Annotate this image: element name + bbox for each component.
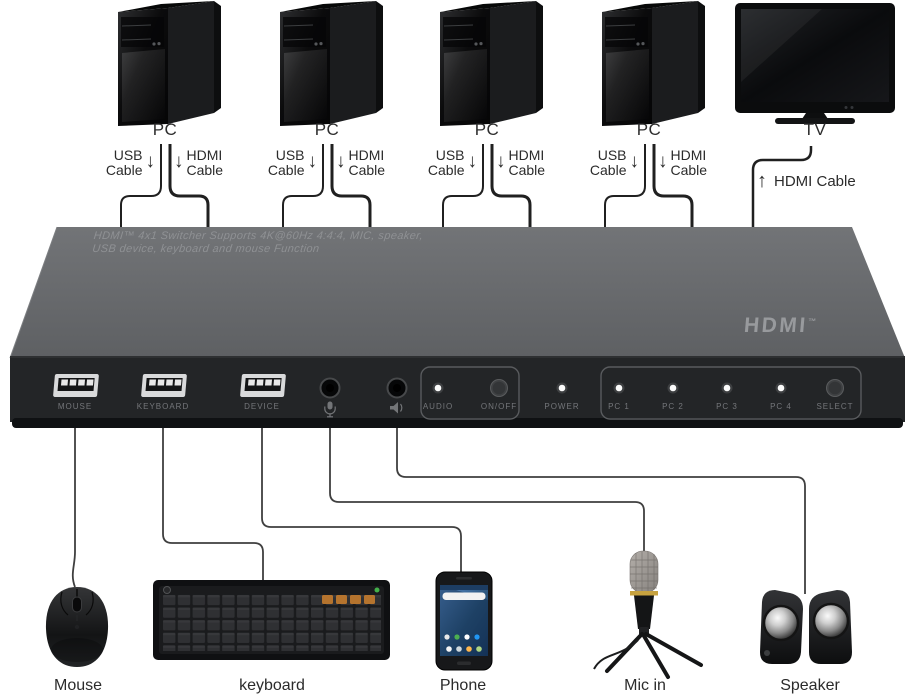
up-arrow-icon: ↑ — [757, 170, 767, 192]
pc3-cables — [442, 144, 532, 228]
pc4-led — [775, 382, 787, 394]
phone-connection-line — [261, 428, 462, 573]
label-pc2: PC 2 — [662, 402, 684, 411]
port-label-mouse: MOUSE — [57, 402, 93, 411]
pc1-cables — [120, 144, 210, 228]
hdmi-cable-text: HDMI — [186, 147, 223, 163]
down-arrow-icon: ↓ — [496, 151, 506, 172]
tv-hdmi-cable-label: ↑ HDMI Cable — [757, 170, 856, 192]
pc4-tower — [601, 1, 706, 127]
onoff-button — [490, 379, 508, 397]
audio-led — [432, 382, 444, 394]
pc2-tower — [279, 1, 384, 127]
speaker-image — [760, 590, 852, 664]
usb-port-device — [240, 374, 286, 397]
pc1-tower — [117, 1, 222, 127]
down-arrow-icon: ↓ — [467, 151, 478, 172]
pc1-label: PC — [152, 120, 178, 139]
usb-port-keyboard — [141, 374, 187, 397]
select-group-outline — [600, 366, 862, 420]
switcher-description-line2: USB device, keyboard and mouse Function — [91, 242, 321, 255]
mic-jack — [319, 377, 341, 399]
pc2-cables — [282, 144, 372, 228]
pc1-led — [613, 382, 625, 394]
pc2-led — [667, 382, 679, 394]
keyboard-connection-line — [162, 428, 264, 581]
switcher-description: HDMI™ 4x1 Switcher Supports 4K@60Hz 4:4:… — [92, 230, 424, 255]
pc3-led — [721, 382, 733, 394]
label-pc1: PC 1 — [608, 402, 630, 411]
label-audio: AUDIO — [422, 402, 454, 411]
mouse-label: Mouse — [53, 677, 103, 694]
tv-hdmi-cable — [751, 146, 813, 227]
mouse-connection-line — [71, 428, 76, 588]
tv-image — [735, 3, 895, 124]
tv-label: TV — [803, 120, 827, 139]
speaker-out-jack — [386, 377, 408, 399]
pc4-cables — [604, 144, 694, 228]
mic-connection-line — [329, 428, 645, 553]
mouse-image — [45, 587, 109, 667]
mic-image — [593, 550, 703, 679]
down-arrow-icon: ↓ — [174, 151, 184, 172]
select-button — [826, 379, 844, 397]
mic-label: Mic in — [624, 677, 666, 694]
label-pc3: PC 3 — [716, 402, 738, 411]
power-led — [556, 382, 568, 394]
label-pc4: PC 4 — [770, 402, 792, 411]
pc4-label: PC — [636, 120, 662, 139]
pc3-label: PC — [474, 120, 500, 139]
phone-image — [435, 571, 493, 671]
down-arrow-icon: ↓ — [307, 151, 318, 172]
microphone-icon — [324, 401, 336, 418]
usb-port-mouse — [53, 374, 99, 397]
keyboard-image — [153, 580, 390, 660]
keyboard-label: keyboard — [239, 677, 305, 694]
down-arrow-icon: ↓ — [629, 151, 640, 172]
pc3-tower — [439, 1, 544, 127]
down-arrow-icon: ↓ — [336, 151, 346, 172]
down-arrow-icon: ↓ — [658, 151, 668, 172]
port-label-device: DEVICE — [244, 402, 280, 411]
pc2-label: PC — [314, 120, 340, 139]
label-power: POWER — [544, 402, 580, 411]
audio-group-outline — [420, 366, 520, 420]
port-label-keyboard: KEYBOARD — [136, 402, 190, 411]
label-select: SELECT — [816, 402, 854, 411]
label-onoff: ON/OFF — [480, 402, 518, 411]
speaker-connection-line — [396, 428, 806, 594]
down-arrow-icon: ↓ — [145, 151, 156, 172]
switcher-description-line1: HDMI™ 4x1 Switcher Supports 4K@60Hz 4:4:… — [93, 230, 424, 242]
speaker-label: Speaker — [780, 677, 840, 694]
usb-cable-text: USB — [113, 147, 143, 163]
hdmi-logo: HDMI™ — [743, 314, 817, 337]
speaker-icon — [390, 402, 403, 414]
phone-label: Phone — [439, 677, 487, 694]
